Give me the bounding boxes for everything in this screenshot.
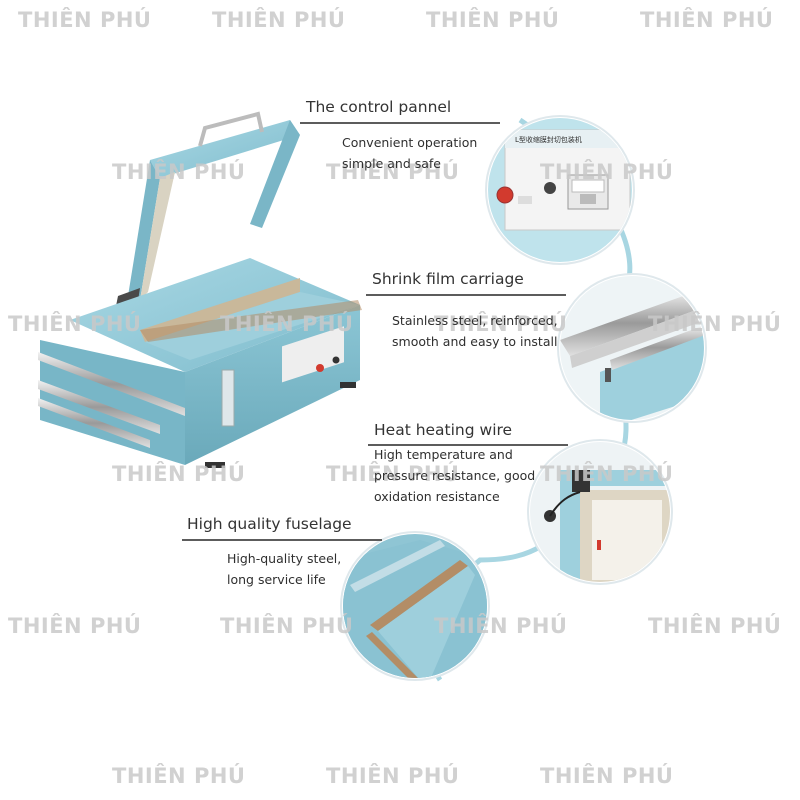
- detail-fuselage: [340, 531, 490, 681]
- watermark-text: THIÊN PHÚ: [326, 160, 460, 184]
- feature-description: High-quality steel, long service life: [227, 548, 341, 590]
- description-line: simple and safe: [342, 156, 441, 171]
- watermark-text: THIÊN PHÚ: [434, 312, 568, 336]
- detail-film-carriage: [557, 273, 707, 423]
- feature-title: Shrink film carriage: [372, 270, 524, 288]
- film-rollers: [38, 352, 185, 448]
- watermark-text: THIÊN PHÚ: [326, 462, 460, 486]
- description-line: High-quality steel,: [227, 551, 342, 566]
- watermark-text: THIÊN PHÚ: [540, 462, 674, 486]
- watermark-text: THIÊN PHÚ: [426, 8, 560, 32]
- watermark-text: THIÊN PHÚ: [326, 764, 460, 788]
- watermark-text: THIÊN PHÚ: [112, 160, 246, 184]
- sealing-machine: [38, 111, 362, 468]
- watermark-text: THIÊN PHÚ: [434, 614, 568, 638]
- description-line: smooth and easy to install: [392, 334, 558, 349]
- watermark-text: THIÊN PHÚ: [18, 8, 152, 32]
- detail-control-panel: L型收缩膜封切包装机: [485, 115, 635, 265]
- feature-title: High quality fuselage: [187, 515, 352, 533]
- feature-description: Stainless steel, reinforced, smooth and …: [392, 310, 558, 352]
- watermark-text: THIÊN PHÚ: [112, 764, 246, 788]
- feature-title: Heat heating wire: [374, 421, 513, 439]
- watermark-text: THIÊN PHÚ: [8, 614, 142, 638]
- control-plate: [282, 326, 344, 383]
- watermark-text: THIÊN PHÚ: [212, 8, 346, 32]
- feature-underline: [182, 539, 382, 541]
- feature-description: Convenient operation simple and safe: [342, 132, 477, 174]
- watermark-text: THIÊN PHÚ: [220, 614, 354, 638]
- watermark-text: THIÊN PHÚ: [648, 312, 782, 336]
- description-line: pressure resistance, good: [374, 468, 536, 483]
- description-line: Stainless steel, reinforced,: [392, 313, 558, 328]
- lid-handle: [198, 111, 264, 147]
- lid-frame: [150, 120, 300, 178]
- feature-description: High temperature and pressure resistance…: [374, 444, 535, 507]
- description-line: High temperature and: [374, 447, 513, 462]
- feature-underline: [366, 294, 566, 296]
- watermark-text: THIÊN PHÚ: [112, 462, 246, 486]
- watermark-text: THIÊN PHÚ: [540, 764, 674, 788]
- description-line: oxidation resistance: [374, 489, 500, 504]
- watermark-text: THIÊN PHÚ: [640, 8, 774, 32]
- watermark-text: THIÊN PHÚ: [648, 614, 782, 638]
- feature-title: The control pannel: [306, 98, 452, 116]
- description-line: long service life: [227, 572, 326, 587]
- description-line: Convenient operation: [342, 135, 478, 150]
- watermark-text: THIÊN PHÚ: [220, 312, 354, 336]
- feature-underline: [368, 444, 568, 446]
- power-switch: [316, 364, 324, 372]
- feature-underline: [300, 122, 500, 124]
- watermark-text: THIÊN PHÚ: [8, 312, 142, 336]
- svg-text:L型收缩膜封切包装机: L型收缩膜封切包装机: [515, 135, 582, 144]
- watermark-text: THIÊN PHÚ: [540, 160, 674, 184]
